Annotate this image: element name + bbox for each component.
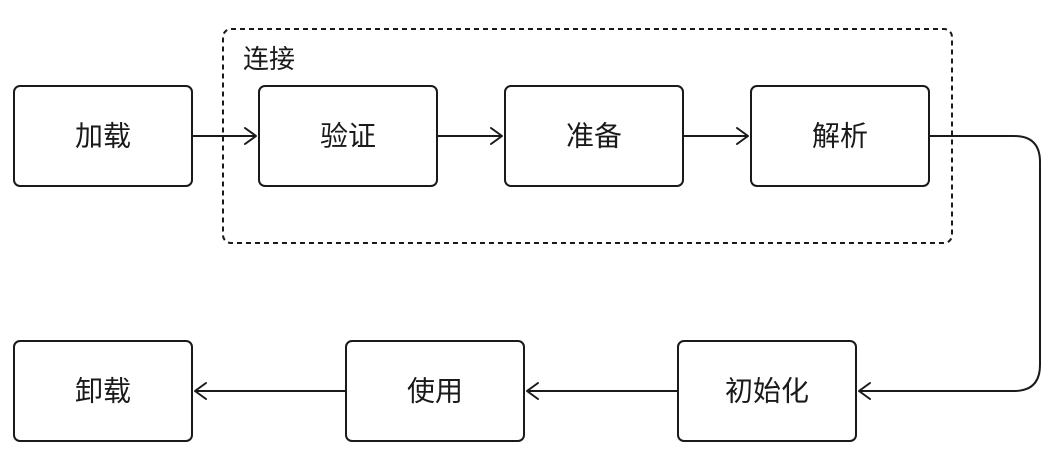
- node-initialize: 初始化: [677, 340, 857, 442]
- edge-use-to-unload: [194, 382, 346, 400]
- node-verify-label: 验证: [320, 120, 376, 153]
- node-unload-label: 卸载: [75, 375, 131, 408]
- node-unload: 卸载: [13, 340, 193, 442]
- edge-load-to-verify: [192, 127, 257, 145]
- node-use-label: 使用: [407, 375, 463, 408]
- edge-initialize-to-use: [526, 382, 678, 400]
- node-initialize-label: 初始化: [725, 375, 809, 408]
- node-resolve: 解析: [750, 85, 930, 187]
- node-use: 使用: [345, 340, 525, 442]
- edge-resolve-to-initialize: [858, 135, 1041, 400]
- edge-verify-to-prepare: [437, 127, 503, 145]
- edge-prepare-to-resolve: [683, 127, 749, 145]
- node-verify: 验证: [258, 85, 438, 187]
- linking-group-label: 连接: [243, 45, 295, 75]
- node-load-label: 加载: [75, 120, 131, 153]
- node-prepare: 准备: [504, 85, 684, 187]
- linking-group: 连接: [222, 28, 953, 244]
- node-load: 加载: [13, 85, 193, 187]
- node-resolve-label: 解析: [812, 120, 868, 153]
- node-prepare-label: 准备: [566, 120, 622, 153]
- node-unload-box: [13, 340, 193, 442]
